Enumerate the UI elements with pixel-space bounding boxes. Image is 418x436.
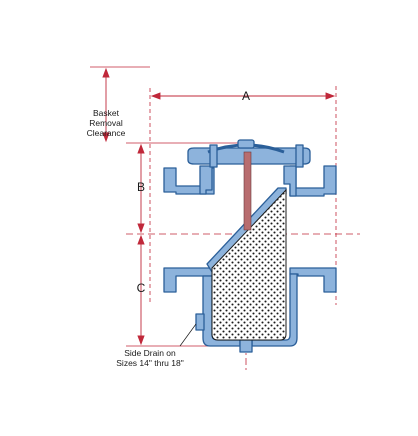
bottom-drain [239, 339, 253, 353]
outlet-upper-flange [289, 165, 337, 197]
cover-bolt-left [209, 144, 218, 168]
dimension-c [137, 234, 145, 346]
cover-bolt-right [295, 144, 304, 168]
side-drain-label: Side Drain on Sizes 14" thru 18" [116, 323, 197, 368]
svg-text:Clearance: Clearance [87, 128, 126, 138]
svg-text:Side Drain on: Side Drain on [124, 348, 176, 358]
dimension-a [150, 92, 336, 100]
basket-screen [211, 188, 287, 341]
svg-text:Sizes 14" thru 18": Sizes 14" thru 18" [116, 358, 183, 368]
dimension-a-label: A [242, 89, 250, 103]
side-drain [195, 313, 205, 331]
dimension-c-label: C [137, 281, 146, 295]
upper-body-left [199, 165, 213, 195]
dimension-b [137, 143, 145, 234]
dimension-b-label: B [137, 180, 145, 194]
svg-text:Removal: Removal [89, 118, 123, 128]
basket-clearance-label: Basket Removal Clearance [87, 108, 126, 138]
cover-handle-knob [237, 139, 255, 149]
dimension-basket-clearance [102, 67, 110, 143]
basket-stem [243, 151, 252, 231]
svg-text:Basket: Basket [93, 108, 120, 118]
